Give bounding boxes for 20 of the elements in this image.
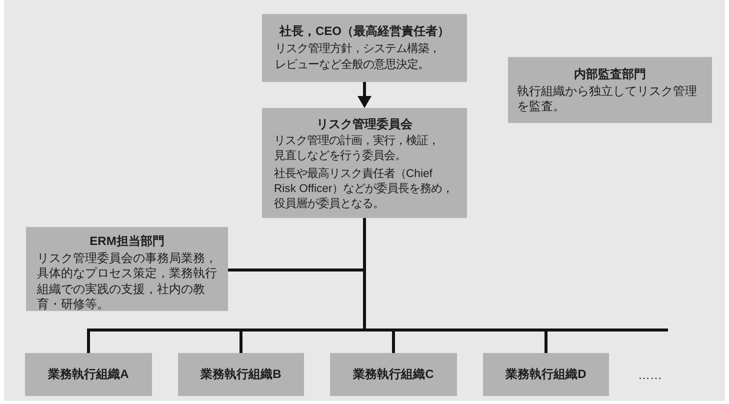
box-text: リスク管理方針，システム構築，レビューなど全般の意思決定。 xyxy=(275,41,441,73)
org-box xyxy=(262,14,467,82)
org-box xyxy=(26,227,228,311)
org-box: 業務執行組織A xyxy=(25,353,152,396)
connector-line xyxy=(363,218,668,332)
org-box: 業務執行組織D xyxy=(483,353,609,396)
box-title: リスク管理委員会 xyxy=(316,116,412,132)
box-text: リスク管理の計画，実行，検証，見直しなどを行う委員会。 xyxy=(274,134,440,164)
box-title: 社長，CEO（最高経営責任者） xyxy=(279,23,450,39)
org-box xyxy=(508,57,712,123)
box-text: リスク管理委員会の事務局業務，具体的なプロセス策定，業務執行組織での実践の支援，社内の教育・研修等。 xyxy=(37,251,218,312)
org-box xyxy=(262,108,467,218)
box-text: 社長や最高リスク責任者（Chief Risk Officer）などが委員長を務め，役員層が委員となる。 xyxy=(274,166,454,212)
ellipsis: …… xyxy=(638,367,662,383)
box-text: 執行組織から独立してリスク管理を監査。 xyxy=(517,84,698,114)
box-title: 内部監査部門 xyxy=(574,66,646,82)
org-box: 業務執行組織B xyxy=(178,353,304,396)
org-box: 業務執行組織C xyxy=(330,353,457,396)
box-title: ERM担当部門 xyxy=(90,233,164,249)
arrow xyxy=(358,82,372,108)
